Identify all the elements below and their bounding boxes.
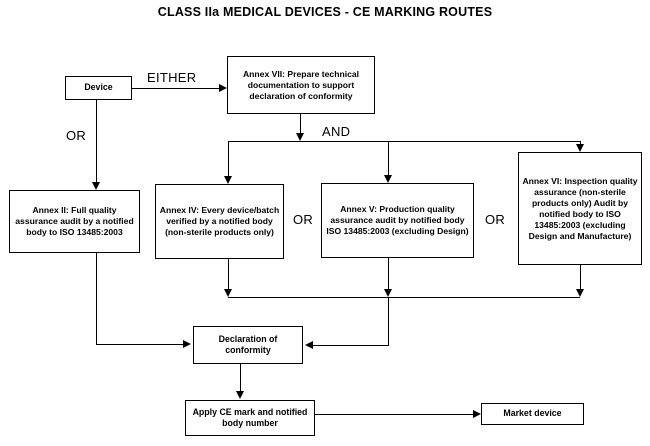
arrowhead-declaration-to-applyce	[235, 391, 244, 399]
arrowhead-annexv-down	[383, 289, 392, 297]
arrowhead-device-to-annexii	[91, 182, 100, 190]
label-and: AND	[322, 124, 351, 139]
arrowhead-and-to-annexiv	[223, 176, 232, 184]
connector-merge-to-declaration-horizontal	[313, 345, 389, 346]
arrowhead-merge-to-declaration	[305, 340, 313, 349]
arrowhead-and-to-annexv	[383, 175, 392, 183]
arrowhead-annexii-to-declaration	[183, 339, 191, 348]
connector-device-to-annexvii	[132, 88, 219, 89]
node-annex-ii: Annex II: Full quality assurance audit b…	[9, 190, 140, 253]
node-apply-ce-mark: Apply CE mark and notified body number	[185, 400, 315, 436]
connector-annexii-to-declaration-vertical	[96, 253, 97, 344]
node-declaration-of-conformity: Declaration of conformity	[193, 326, 303, 364]
node-device: Device	[65, 76, 132, 100]
node-annex-vii: Annex VII: Prepare technical documentati…	[227, 56, 375, 114]
arrowhead-annexvii-down	[295, 133, 304, 141]
node-annex-vi: Annex VI: Inspection quality assurance (…	[518, 152, 642, 265]
connector-annexvii-down	[300, 114, 301, 134]
connector-and-to-annexiv	[228, 141, 229, 176]
connector-and-to-annexvi	[580, 141, 581, 145]
connector-merge-bar	[228, 297, 580, 298]
node-market-device: Market device	[481, 403, 584, 425]
connector-merge-to-declaration-vertical	[388, 297, 389, 345]
connector-declaration-to-applyce	[240, 364, 241, 392]
connector-and-distribution-bar	[228, 141, 580, 142]
connector-and-to-annexv	[388, 141, 389, 175]
label-or-v-vi: OR	[485, 212, 506, 227]
arrowhead-device-to-annexvii	[219, 83, 227, 92]
label-or-device: OR	[66, 128, 87, 143]
node-annex-v: Annex V: Production quality assurance au…	[321, 183, 474, 258]
label-or-iv-v: OR	[293, 212, 314, 227]
arrowhead-and-to-annexvi	[575, 144, 584, 152]
connector-applyce-to-market	[315, 414, 473, 415]
connector-annexvi-down	[580, 265, 581, 290]
arrowhead-annexiv-down	[223, 289, 232, 297]
connector-device-to-annexii	[96, 100, 97, 182]
connector-annexiv-down	[228, 259, 229, 290]
arrowhead-annexvi-down	[575, 289, 584, 297]
label-either: EITHER	[147, 70, 197, 85]
arrowhead-applyce-to-market	[473, 409, 481, 418]
connector-annexv-down	[388, 258, 389, 290]
page-title: CLASS IIa MEDICAL DEVICES - CE MARKING R…	[157, 5, 493, 19]
node-annex-iv: Annex IV: Every device/batch verified by…	[155, 184, 284, 259]
connector-annexii-to-declaration-horizontal	[96, 344, 183, 345]
